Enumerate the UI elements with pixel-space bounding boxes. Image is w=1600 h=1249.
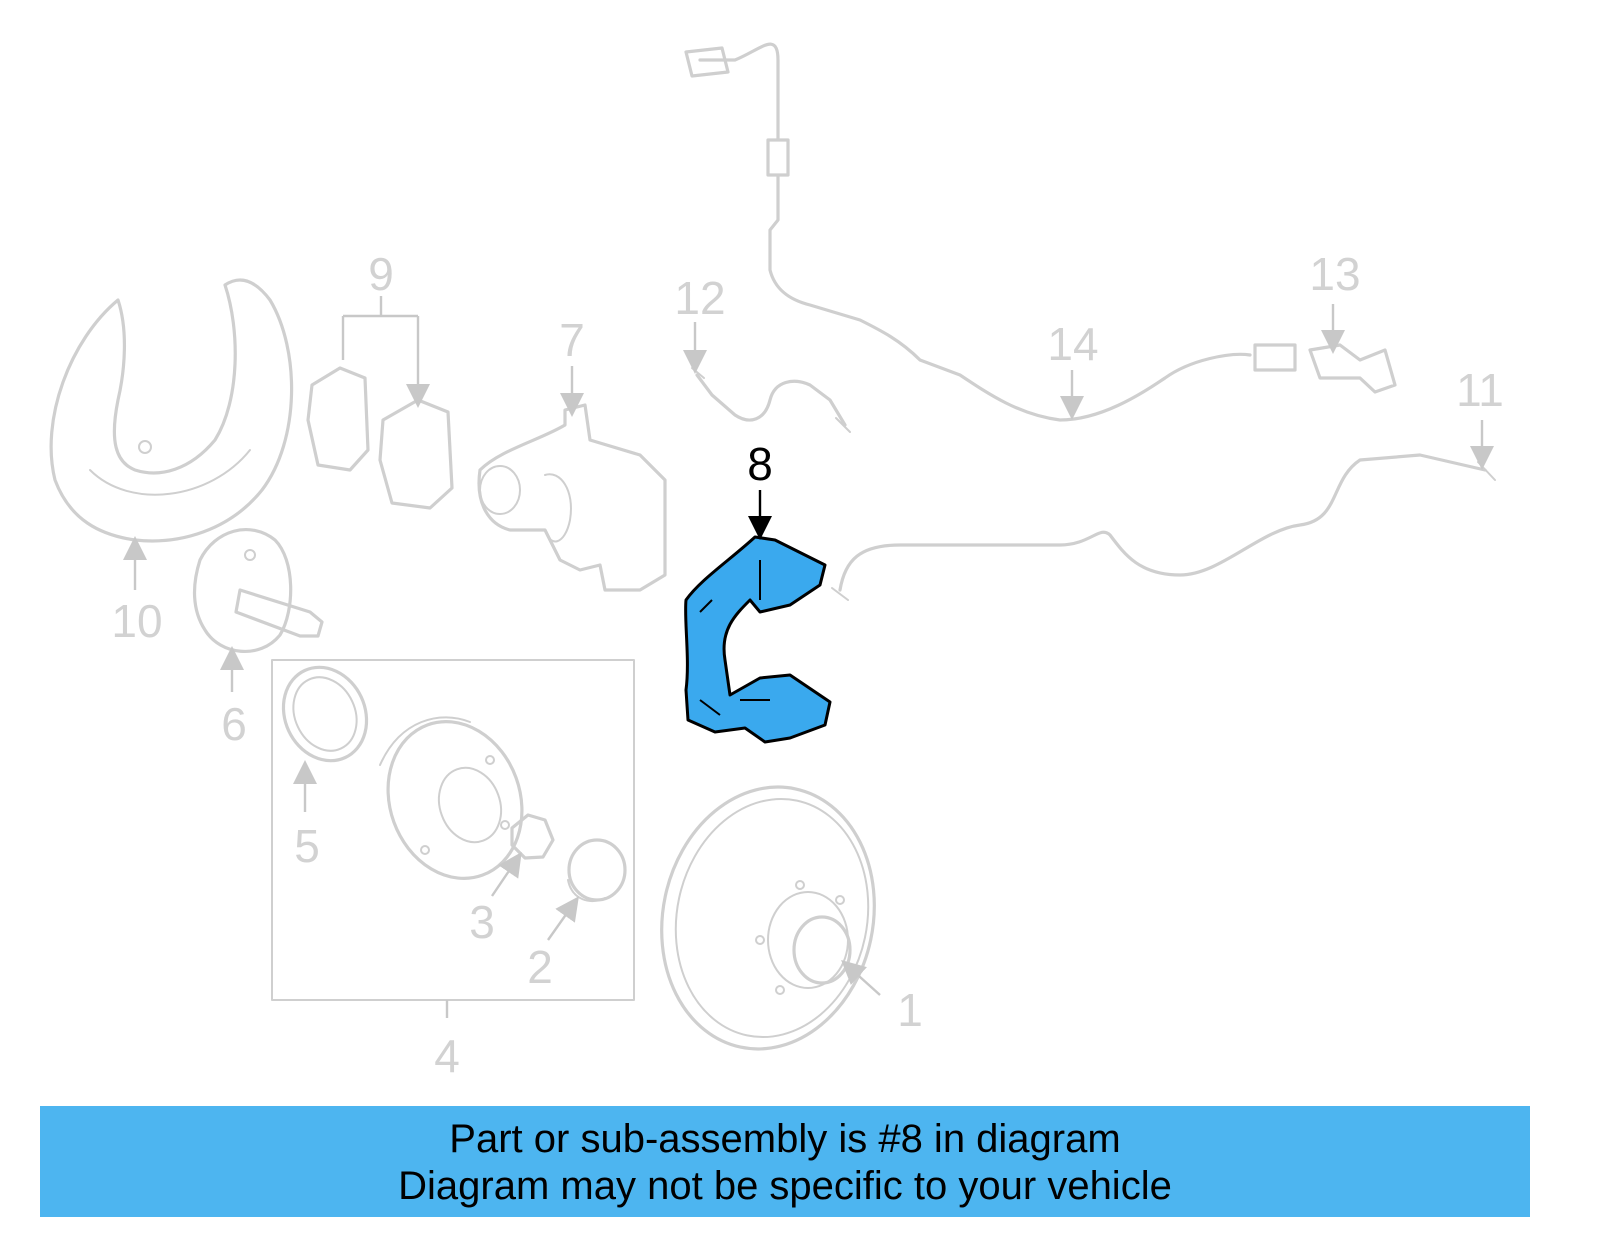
callout-9: 9 [368, 248, 394, 300]
callout-7: 7 [559, 314, 585, 366]
hub-assembly-box [271, 659, 635, 1001]
grease-cap-part[interactable] [567, 838, 627, 902]
leader-3 [491, 852, 522, 897]
banner-line-1: Part or sub-assembly is #8 in diagram [449, 1117, 1121, 1161]
brake-caliper-part[interactable] [477, 403, 667, 592]
abs-sensor-wire-part[interactable] [684, 42, 1297, 422]
info-banner: Part or sub-assembly is #8 in diagram Di… [40, 1106, 1530, 1217]
banner-line-2: Diagram may not be specific to your vehi… [398, 1164, 1172, 1208]
dust-shield-part[interactable] [49, 278, 294, 543]
brake-hose-part[interactable] [691, 367, 851, 433]
brake-rotor-part[interactable] [638, 767, 898, 1069]
callout-5: 5 [294, 820, 320, 872]
caliper-carrier-part[interactable] [684, 535, 832, 744]
leader-2 [547, 896, 579, 941]
hub-nut-part[interactable] [510, 813, 555, 860]
callout-1: 1 [897, 984, 923, 1036]
callout-12: 12 [674, 272, 725, 324]
leader-1 [841, 959, 881, 996]
brake-line-part[interactable] [831, 453, 1496, 601]
abs-sensor-part[interactable] [1308, 343, 1397, 394]
callout-4: 4 [434, 1030, 460, 1082]
callout-2: 2 [527, 941, 553, 993]
callout-14: 14 [1047, 318, 1098, 370]
callout-13: 13 [1309, 248, 1360, 300]
callout-11: 11 [1456, 364, 1504, 416]
callout-3: 3 [469, 896, 495, 948]
stub-axle-part[interactable] [192, 528, 324, 654]
brake-pads-part[interactable] [306, 366, 454, 510]
leader-9 [341, 296, 418, 396]
wheel-hub-part[interactable] [367, 703, 544, 898]
callout-8: 8 [747, 438, 773, 490]
callout-10: 10 [111, 595, 162, 647]
callout-6: 6 [221, 698, 247, 750]
tone-ring-part[interactable] [268, 654, 381, 775]
